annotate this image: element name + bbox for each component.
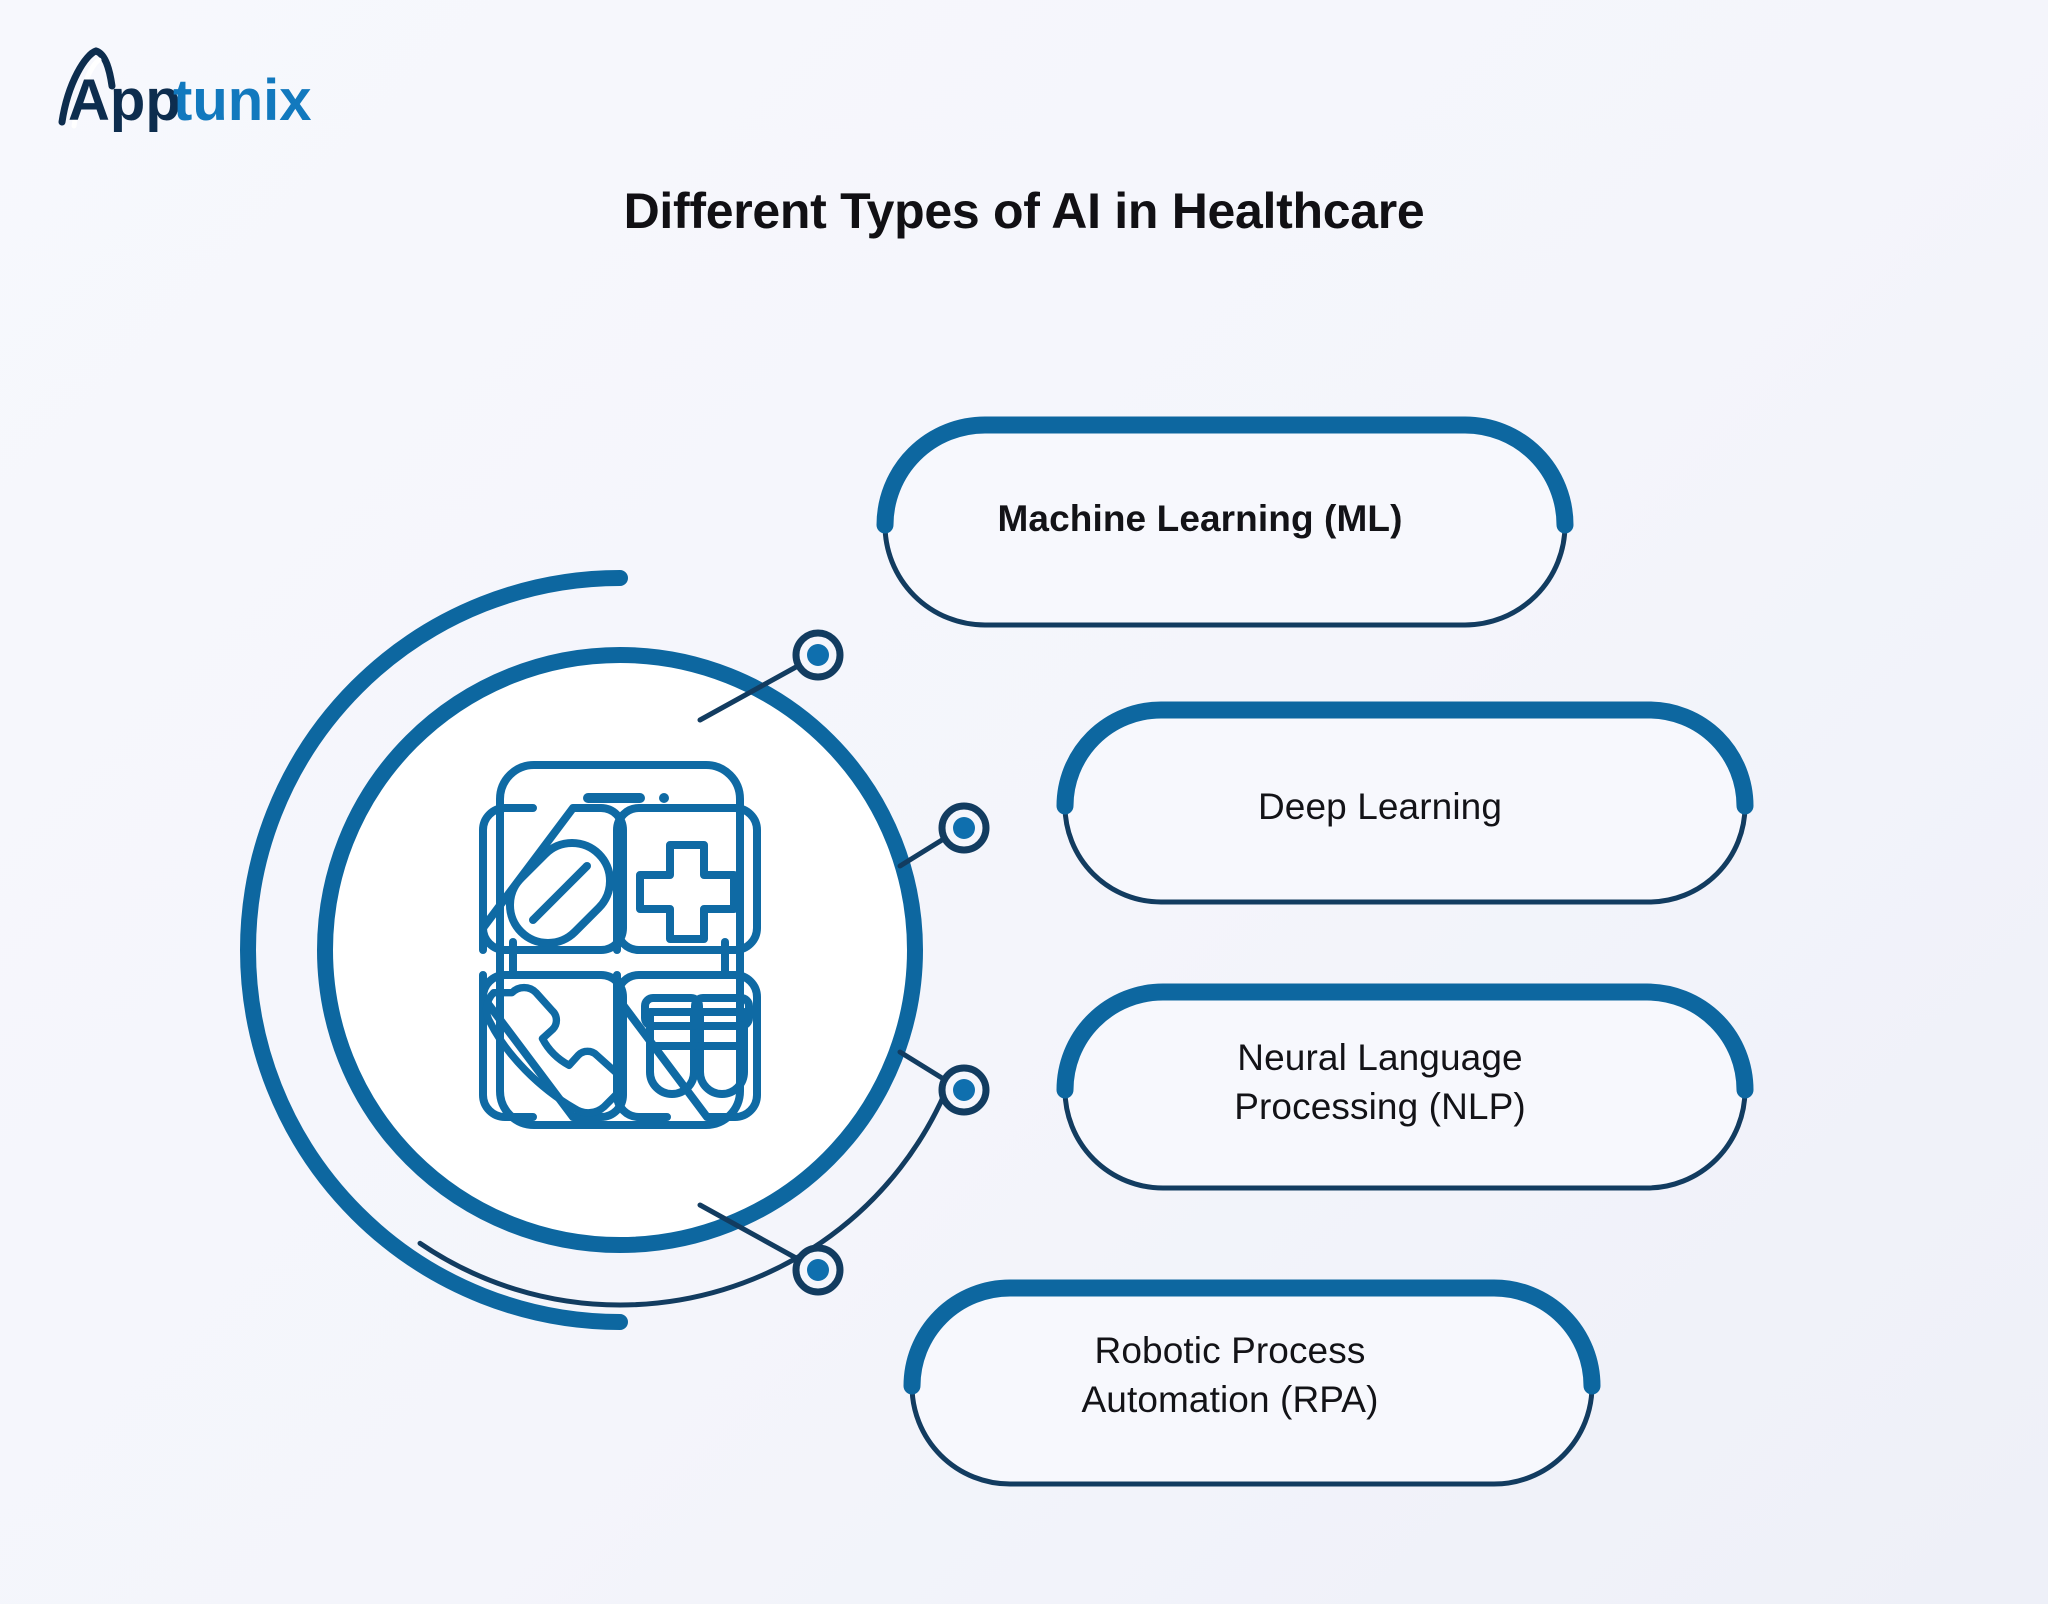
medical-cross-icon <box>636 841 738 943</box>
pill-2-accent-stroke <box>1056 701 1754 815</box>
pill-4-accent-stroke <box>903 1279 1601 1395</box>
smartphone-camera-icon <box>659 793 669 803</box>
outer-thick-arc-left <box>240 570 628 1330</box>
smartphone-outline-icon <box>496 761 744 1129</box>
connector-dots-group <box>792 629 990 1296</box>
connector-dot-3 <box>938 1064 990 1116</box>
test-tube-2-cap-icon <box>691 994 753 1030</box>
callout-pill-deep-learning[interactable] <box>1056 701 1754 905</box>
outer-thick-ring <box>240 570 628 1330</box>
pill-3-outline <box>1062 989 1748 1191</box>
test-tubes-tile <box>613 971 761 1121</box>
logo-swoosh-highlight-icon <box>71 57 102 129</box>
cross-tile-frame <box>613 804 761 954</box>
apptunix-logo-svg: App tunix <box>58 47 312 132</box>
apptunix-logo: App tunix <box>52 46 352 132</box>
callout-pill-rpa[interactable] <box>903 1279 1601 1487</box>
connector-line-2 <box>897 837 945 869</box>
pill-3-accent-stroke <box>1056 983 1754 1099</box>
connector-dot-2 <box>938 802 990 854</box>
connector-line-1 <box>697 664 799 723</box>
logo-text-tunix: tunix <box>173 68 312 132</box>
outer-ring-thin-arc <box>262 592 978 1308</box>
pill-1-accent-stroke <box>876 416 1574 534</box>
callout-pill-machine-learning[interactable] <box>876 416 1574 628</box>
connector-dot-1 <box>792 629 844 681</box>
outer-connector-ring <box>262 592 978 1308</box>
test-tube-1-body-icon <box>646 1008 698 1098</box>
logo-swoosh-icon <box>58 47 116 126</box>
capsule-icon <box>505 838 615 948</box>
callout-pill-nlp[interactable] <box>1056 983 1754 1191</box>
tubes-tile-frame <box>613 971 761 1121</box>
pill-4-outline <box>909 1285 1595 1487</box>
capsule-divider-icon <box>529 862 591 924</box>
connector-line-4 <box>697 1202 799 1261</box>
connector-line-3 <box>897 1049 945 1081</box>
connector-dot-4 <box>792 1244 844 1296</box>
test-tube-2-body-icon <box>696 1008 748 1098</box>
center-disc-ring <box>317 647 923 1253</box>
pill-1-outline <box>882 422 1568 628</box>
logo-text-app: App <box>68 68 181 132</box>
pill-2-outline <box>1062 707 1748 905</box>
healthcare-mobile-app-icon <box>479 761 761 1129</box>
page-title: Different Types of AI in Healthcare <box>623 183 1425 239</box>
connector-lines-group <box>697 664 945 1261</box>
medical-cross-tile <box>613 804 761 954</box>
